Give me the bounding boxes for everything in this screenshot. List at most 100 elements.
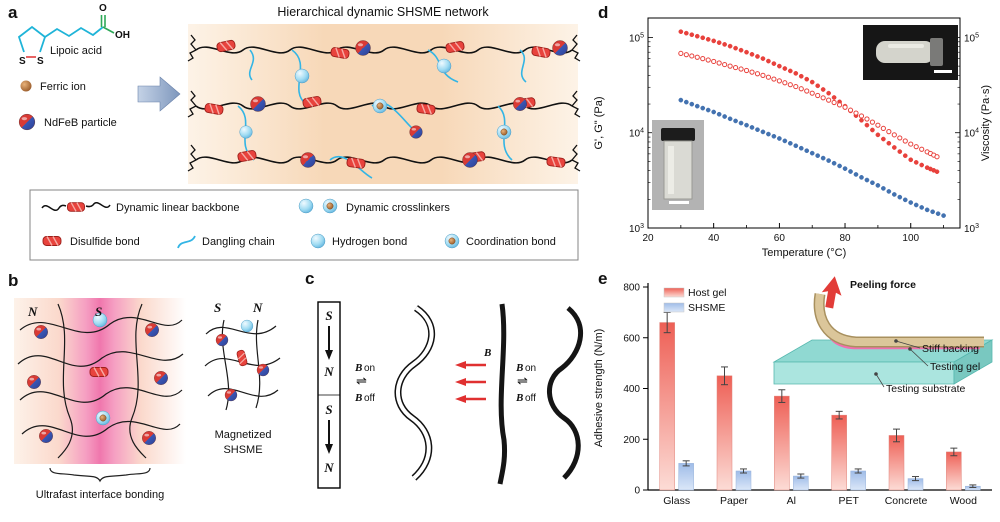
crosslinker-hydrogen-icon [298,198,314,214]
sulfur1-label: S [19,56,26,67]
big-right-arrow-icon [137,76,181,112]
svg-text:off: off [525,393,536,404]
testing-gel-label: Testing gel [930,361,980,373]
bar [678,463,694,491]
svg-text:B: B [354,362,362,374]
peeling-force-arrow-icon [821,276,842,309]
magnet-pole-n1: N [323,364,334,379]
straight-film [497,303,507,485]
x-axis-label: Temperature (°C) [762,247,846,259]
y-tick-label: 103 [964,223,979,235]
y-tick-label: 105 [629,32,644,44]
legend-dangling-label: Dangling chain [202,236,275,248]
category-label: Concrete [885,495,928,507]
testing-substrate-label: Testing substrate [886,383,966,395]
y-tick-label: 400 [623,384,640,395]
down-arrow-icon [325,444,333,454]
legend-swatch [663,287,685,298]
panel-c-actuation-schematic: c S N S N B on ⇌ B off B [305,269,583,489]
svg-text:B: B [354,392,362,404]
category-label: Glass [663,495,690,507]
panel-label-e: e [598,269,607,288]
pole-n-left: N [27,304,38,319]
svg-text:on: on [364,363,375,374]
panel-b: b N S Ultrafast interface bonding [0,268,300,522]
legend-backbone-label: Dynamic linear backbone [116,202,240,214]
ndfeb-particle-label: NdFeB particle [44,117,117,129]
panel-label-c: c [305,269,314,288]
magnet-pole-n2: N [323,460,334,475]
bar [735,470,752,491]
pole-n-right: N [252,300,263,315]
pole-s-right: S [214,300,221,315]
legend-label: Host gel [688,287,727,299]
legend-row-1: Dynamic linear backbone Dynamic crosslin… [41,198,450,214]
backing-outline [813,293,984,348]
curved-film-outline [394,305,436,481]
network-title: Hierarchical dynamic SHSME network [277,5,489,19]
x-tick-label: 40 [708,233,720,244]
ndfeb-particle-icon [18,113,36,131]
bar [716,375,733,491]
magnet-pole-s2: S [325,402,332,417]
equilibrium-arrows-icon: ⇌ [517,373,528,388]
peel-test-inset: Peeling force Stiff backing Testing gel … [772,276,994,395]
pole-s-center: S [95,304,102,319]
y-tick-label: 200 [623,435,640,446]
sulfur2-label: S [37,56,44,67]
x-tick-label: 20 [642,233,654,244]
scale-bar [669,201,689,204]
panel-label-a: a [8,3,18,22]
inset-photo-gel-vial [652,120,704,210]
bar [659,322,675,491]
bar [888,435,905,491]
svg-text:on: on [525,363,536,374]
bars [659,311,981,491]
x-tick-label: 100 [902,233,919,244]
magnetized-label-line1: Magnetized [215,429,272,441]
lipoic-acid-structure-icon: O OH S S [17,3,130,67]
legend-swatch [663,302,685,313]
y-tick-label: 105 [964,32,979,44]
crosslinker-coordination-icon [322,198,338,214]
bar [831,414,847,491]
x-tick-label: 80 [839,233,851,244]
coordination-bond-icon [444,233,460,249]
legend-crosslinkers-label: Dynamic crosslinkers [346,202,450,214]
y-tick-label: 0 [634,486,640,497]
ferric-ion-icon [20,80,32,92]
gel-network-lines [17,303,184,459]
legend-disulfide-label: Disulfide bond [70,236,140,248]
svg-text:B: B [515,362,523,374]
plot-frame [647,17,961,229]
lipoic-acid-label: Lipoic acid [50,45,102,57]
legend-row-2: Disulfide bond Dangling chain Hydrogen b… [42,233,556,249]
disulfide-bond-icon [42,235,62,247]
inset-photo-sol-vial [863,25,958,80]
series-viscosity [678,97,946,218]
scale-bar [934,70,952,73]
legend-label: SHSME [688,302,725,314]
equilibrium-arrows-icon: ⇌ [356,373,367,388]
panel-b-schematic: b N S Ultrafast interface bonding [8,271,281,501]
b-on-off-switch-2: B on ⇌ B off [515,362,536,404]
series-g- [678,29,940,175]
y-tick-label: 104 [629,128,644,140]
magnetized-label-line2: SHSME [223,444,262,456]
chain-frayed-ends [187,34,581,172]
panel-label-d: d [598,3,608,22]
down-arrow-icon [325,350,333,360]
field-b-label: B [483,347,491,359]
y-axis-label: Adhesive strength (N/m) [593,329,605,448]
